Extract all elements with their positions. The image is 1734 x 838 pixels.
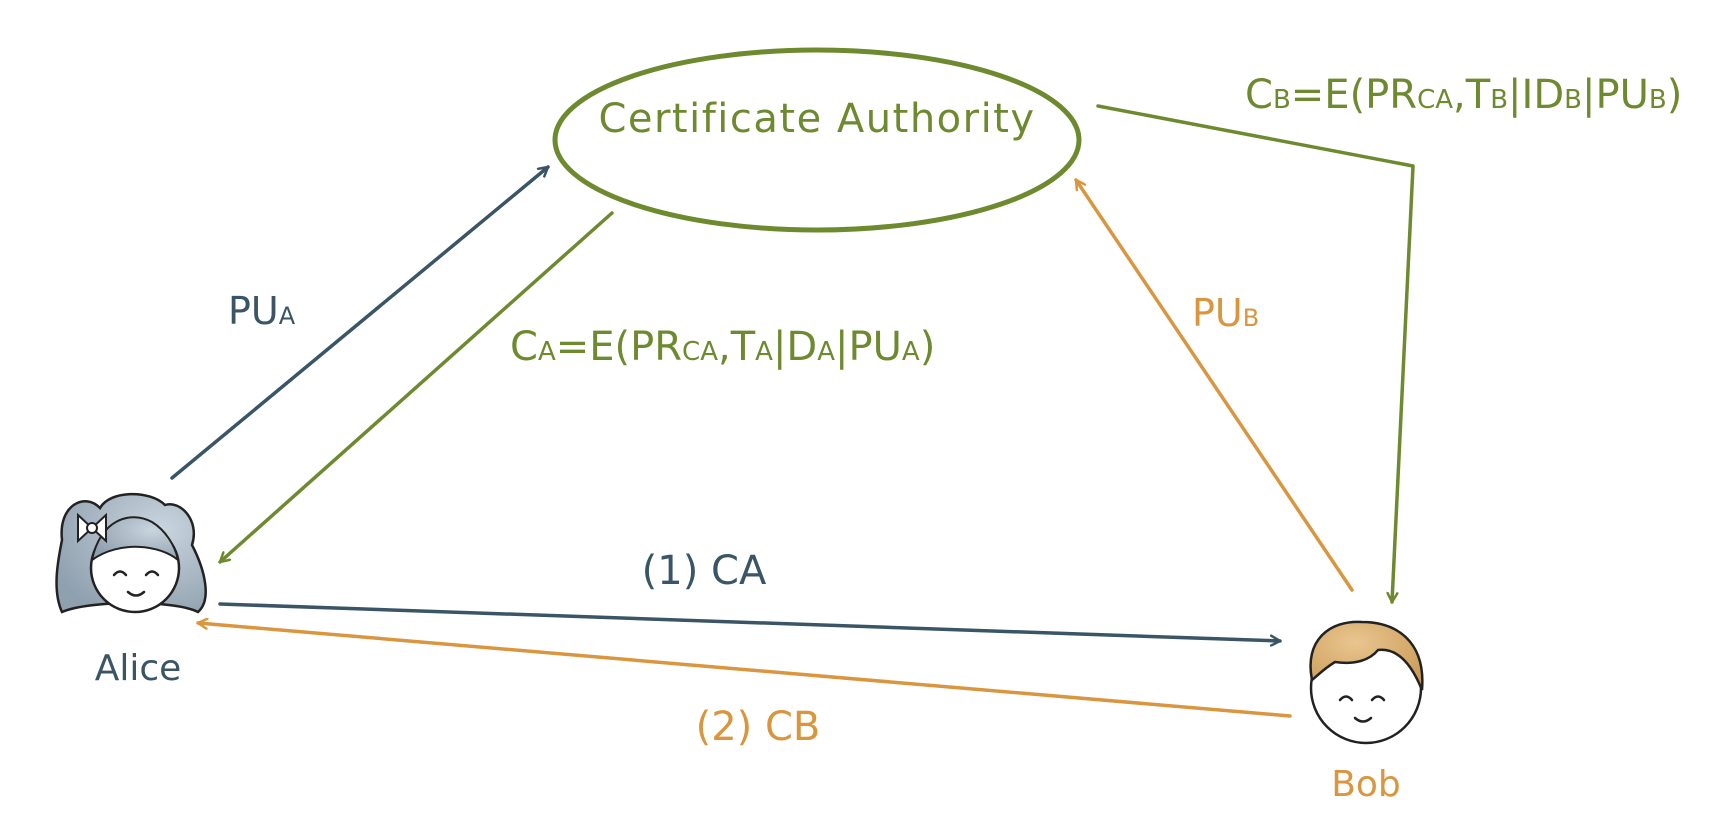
label-pu-b: PUB: [1192, 291, 1259, 335]
edge-ca-to-bob: CB=E(PRCA,TB|IDB|PUB): [1096, 72, 1682, 604]
alice-node: Alice: [55, 492, 207, 689]
certificate-authority-label: Certificate Authority: [598, 96, 1035, 142]
formula-subscript-5: A: [755, 337, 773, 367]
arrow-ca-to-alice: [218, 211, 614, 564]
edge-alice-to-ca: PUA: [170, 165, 550, 480]
label-send-cb: (2) CB: [696, 704, 821, 750]
formula-subscript-7: B: [1564, 85, 1582, 115]
formula-subscript-3: CA: [682, 337, 718, 367]
formula-subscript-1: B: [1273, 85, 1291, 115]
label-cert-b: CB=E(PRCA,TB|IDB|PUB): [1245, 72, 1682, 118]
edge-alice-to-bob: (1) CA: [218, 548, 1282, 641]
formula-part-0: C: [510, 324, 538, 370]
arrow-bob-to-ca: [1074, 178, 1354, 592]
label-pu-b-main: PU: [1192, 291, 1243, 335]
girl-avatar-icon: [55, 492, 207, 614]
formula-subscript-9: A: [902, 337, 920, 367]
edge-bob-to-ca: PUB: [1074, 178, 1354, 592]
formula-part-2: =E(PR: [556, 324, 682, 370]
boy-avatar-icon: [1309, 620, 1424, 745]
label-cert-a: CA=E(PRCA,TA|DA|PUA): [510, 324, 935, 370]
label-pu-a-sub: A: [279, 302, 296, 330]
formula-subscript-5: B: [1490, 85, 1508, 115]
formula-part-2: =E(PR: [1291, 72, 1417, 118]
formula-part-10: ): [1667, 72, 1683, 118]
certificate-authority-ellipse: [552, 47, 1082, 233]
formula-subscript-1: A: [538, 337, 556, 367]
label-send-ca: (1) CA: [642, 548, 767, 594]
bob-node: Bob: [1309, 620, 1424, 805]
formula-part-8: |PU: [835, 324, 902, 370]
bob-label: Bob: [1331, 764, 1401, 805]
formula-part-10: ): [920, 324, 936, 370]
formula-part-6: |ID: [1508, 72, 1564, 118]
certificate-authority-node: Certificate Authority: [552, 47, 1082, 233]
formula-part-8: |PU: [1582, 72, 1649, 118]
formula-part-4: ,T: [718, 324, 756, 370]
formula-part-6: |D: [773, 324, 817, 370]
formula-subscript-3: CA: [1417, 85, 1453, 115]
edge-ca-to-alice: CA=E(PRCA,TA|DA|PUA): [218, 211, 935, 564]
alice-label: Alice: [95, 648, 182, 689]
arrow-alice-to-ca: [170, 165, 550, 480]
label-pu-b-sub: B: [1243, 304, 1259, 332]
arrow-bob-to-alice: [196, 623, 1292, 718]
formula-subscript-9: B: [1649, 85, 1667, 115]
formula-part-0: C: [1245, 72, 1273, 118]
arrow-alice-to-bob: [218, 602, 1282, 641]
label-pu-a: PUA: [228, 289, 296, 333]
formula-part-4: ,T: [1453, 72, 1491, 118]
arrow-ca-to-bob: [1096, 104, 1415, 604]
label-pu-a-main: PU: [228, 289, 279, 333]
edge-bob-to-alice: (2) CB: [196, 623, 1292, 750]
formula-subscript-7: A: [817, 337, 835, 367]
